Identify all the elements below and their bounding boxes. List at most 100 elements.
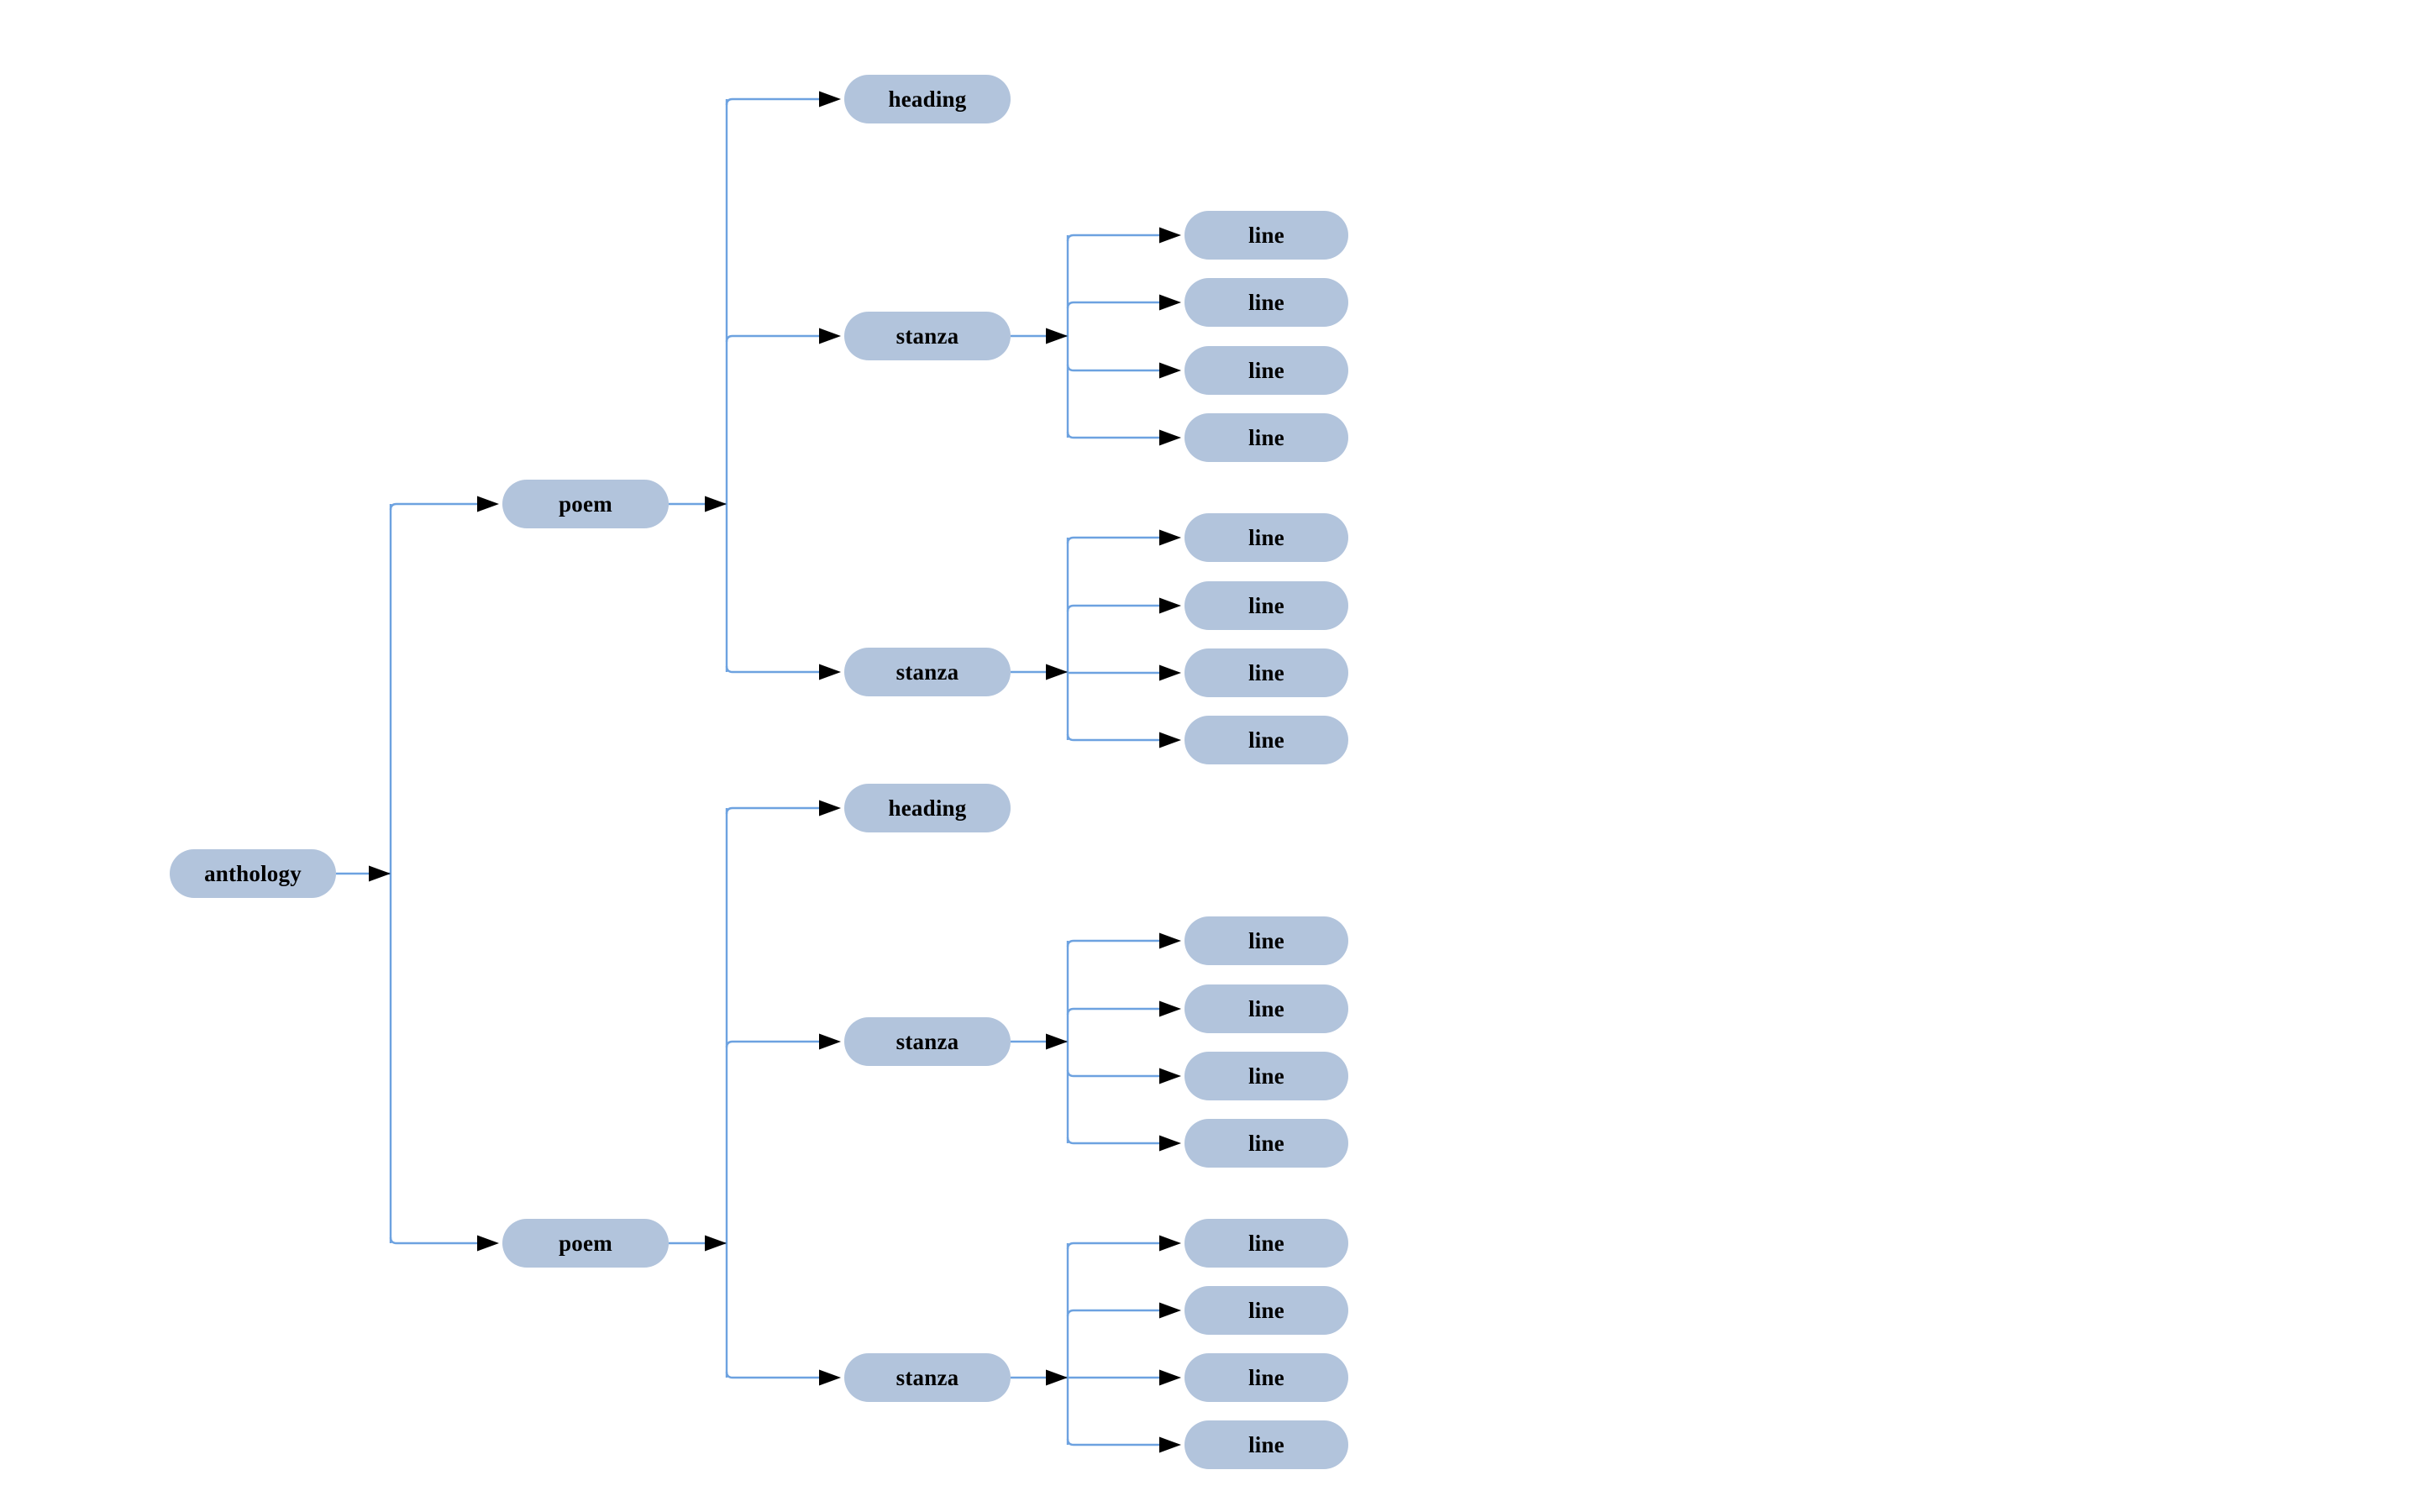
edge-arrowhead [1159,932,1181,949]
node-poem-1[interactable]: poem [502,480,669,528]
node-label: poem [559,491,612,517]
node-label: line [1248,659,1284,685]
node-anthology[interactable]: anthology [170,849,336,898]
node-stanza-1-line-2[interactable]: line [1184,278,1348,327]
edge-arrowhead [1159,1302,1181,1319]
edge-arrowhead [1159,597,1181,614]
node-label: line [1248,1130,1284,1156]
edge-line [389,1236,477,1245]
node-stanza-1-line-1[interactable]: line [1184,211,1348,260]
edge-arrowhead [1159,227,1181,244]
node-stanza-4-line-2[interactable]: line [1184,1286,1348,1335]
edge-line [725,97,819,106]
edge-arrowhead [1046,328,1068,344]
node-stanza-2-line-3[interactable]: line [1184,648,1348,697]
edge-line [1066,1438,1159,1446]
node-label: anthology [204,860,302,886]
node-stanza-1-line-4[interactable]: line [1184,413,1348,462]
edge-arrowhead [1159,1135,1181,1152]
node-label: line [1248,727,1284,753]
node-label: line [1248,357,1284,383]
node-label: line [1248,1230,1284,1256]
node-label: line [1248,927,1284,953]
node-poem-2[interactable]: poem [502,1219,669,1268]
node-label: line [1248,592,1284,618]
node-label: line [1248,995,1284,1021]
edge-arrowhead [1159,664,1181,681]
edge-line [725,665,819,674]
edge-arrowhead [477,1235,499,1252]
node-stanza-2[interactable]: stanza [844,648,1011,696]
node-label: heading [888,795,967,821]
edge-line [725,1371,819,1379]
node-stanza-4-line-4[interactable]: line [1184,1420,1348,1469]
edge-line [1066,364,1159,372]
edge-line [1066,234,1159,242]
edge-line [1066,604,1159,612]
edge-arrowhead [1159,529,1181,546]
node-stanza-3-line-2[interactable]: line [1184,984,1348,1033]
node-heading-2[interactable]: heading [844,784,1011,832]
edge-line [1066,939,1159,948]
node-stanza-2-line-1[interactable]: line [1184,513,1348,562]
node-stanza-1[interactable]: stanza [844,312,1011,360]
edge-line [1066,1137,1159,1145]
node-label: line [1248,424,1284,450]
node-label: stanza [895,323,959,349]
node-label: line [1248,1063,1284,1089]
node-label: line [1248,222,1284,248]
edge-arrowhead [819,800,841,816]
node-label: line [1248,1297,1284,1323]
node-label: heading [888,86,967,112]
edge-arrowhead [1159,1436,1181,1453]
node-stanza-3[interactable]: stanza [844,1017,1011,1066]
edge-line [1066,536,1159,544]
node-stanza-1-line-3[interactable]: line [1184,346,1348,395]
edge-arrowhead [1159,429,1181,446]
node-label: poem [559,1230,612,1256]
edge-arrowhead [705,496,727,512]
node-stanza-3-line-3[interactable]: line [1184,1052,1348,1100]
node-stanza-3-line-4[interactable]: line [1184,1119,1348,1168]
edge-line [1066,1309,1159,1317]
edge-arrowhead [819,664,841,680]
edge-arrowhead [1046,664,1068,680]
edge-arrowhead [1046,1369,1068,1386]
edge-arrowhead [1159,1235,1181,1252]
edge-arrowhead [819,328,841,344]
node-stanza-4[interactable]: stanza [844,1353,1011,1402]
edge-arrowhead [819,1033,841,1050]
edge-line [725,806,819,815]
node-label: line [1248,1364,1284,1390]
node-stanza-2-line-2[interactable]: line [1184,581,1348,630]
edge-line [1066,733,1159,742]
edge-arrowhead [1159,1068,1181,1084]
edge-arrowhead [819,91,841,108]
node-label: line [1248,1431,1284,1457]
edge-arrowhead [369,865,391,882]
edge-arrowhead [477,496,499,512]
node-label: line [1248,289,1284,315]
node-stanza-3-line-1[interactable]: line [1184,916,1348,965]
node-label: stanza [895,1028,959,1054]
edge-arrowhead [1159,294,1181,311]
edge-line [389,502,477,511]
node-stanza-4-line-1[interactable]: line [1184,1219,1348,1268]
node-label: stanza [895,1364,959,1390]
edge-arrowhead [1159,1000,1181,1017]
edge-line [1066,1069,1159,1078]
node-stanza-4-line-3[interactable]: line [1184,1353,1348,1402]
edge-line [1066,431,1159,439]
edge-arrowhead [1159,362,1181,379]
node-heading-1[interactable]: heading [844,75,1011,123]
edge-line [725,1040,819,1048]
edge-arrowhead [705,1235,727,1252]
edge-line [1066,301,1159,309]
node-label: line [1248,524,1284,550]
node-label: stanza [895,659,959,685]
edge-arrowhead [1046,1033,1068,1050]
node-stanza-2-line-4[interactable]: line [1184,716,1348,764]
edge-line [1066,1007,1159,1016]
